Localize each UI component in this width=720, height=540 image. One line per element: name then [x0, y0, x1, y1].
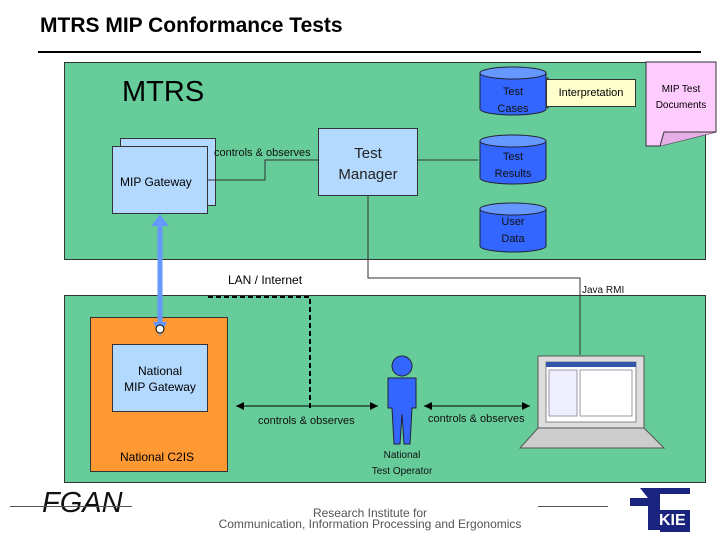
national-c2is-label: National C2IS: [120, 450, 195, 464]
controls-observes-right-label: controls & observes: [428, 413, 525, 425]
controls-observes-top-label: controls & observes: [214, 147, 311, 159]
interpretation-box: Interpretation: [546, 79, 636, 107]
test-manager-label: Test Manager: [338, 145, 398, 183]
footer-institute: Research Institute for Communication, In…: [210, 506, 530, 531]
laptop-icon: [518, 355, 666, 449]
controls-observes-left-label: controls & observes: [258, 415, 355, 427]
national-mip-gateway-box[interactable]: [112, 344, 208, 412]
test-cases-cylinder[interactable]: [479, 66, 547, 116]
lan-internet-label: LAN / Internet: [228, 273, 303, 287]
document-fold: [659, 131, 716, 147]
mip-gateway-box[interactable]: [112, 146, 208, 214]
footer-line-2: Communication, Information Processing an…: [218, 517, 522, 531]
footer-line-1: Research Institute for: [312, 506, 428, 520]
page-title: MTRS MIP Conformance Tests: [40, 14, 343, 37]
national-test-operator-label: National Test Operator: [371, 450, 433, 477]
test-results-label: Test Results: [494, 151, 532, 180]
gateway-manager-connector: [208, 159, 318, 181]
mtrs-label: MTRS: [122, 76, 205, 108]
fgan-logo-text: FGAN: [42, 487, 123, 519]
arrow-head-right: [370, 402, 378, 410]
national-mip-gateway-label: National MIP Gateway: [124, 364, 196, 394]
arrow-head-right-2: [522, 402, 530, 410]
arrow-head-left: [236, 402, 244, 410]
test-manager-box[interactable]: [318, 128, 418, 196]
mip-gateway-label: MIP Gateway: [120, 175, 192, 189]
title-divider: [38, 51, 701, 53]
test-operator-icon: [387, 355, 417, 445]
lan-arrow-head-up: [151, 214, 169, 226]
user-data-label: User Data: [501, 216, 525, 245]
java-rmi-label: Java RMI: [582, 285, 625, 296]
kie-logo-text: KIE: [659, 512, 686, 529]
java-rmi-connector: [367, 196, 581, 355]
user-data-cylinder[interactable]: [479, 202, 547, 253]
mip-test-documents-label: MIP Test Documents: [655, 84, 707, 111]
footer-rule-left: [10, 506, 132, 507]
test-results-cylinder[interactable]: [479, 134, 547, 185]
footer-rule-right: [538, 506, 608, 507]
lan-dashed-connector: [208, 296, 311, 410]
test-cases-label: Test Cases: [497, 86, 529, 115]
lan-arrow-joint: [155, 324, 165, 334]
kie-logo: [630, 488, 690, 532]
arrow-head-left-2: [424, 402, 432, 410]
